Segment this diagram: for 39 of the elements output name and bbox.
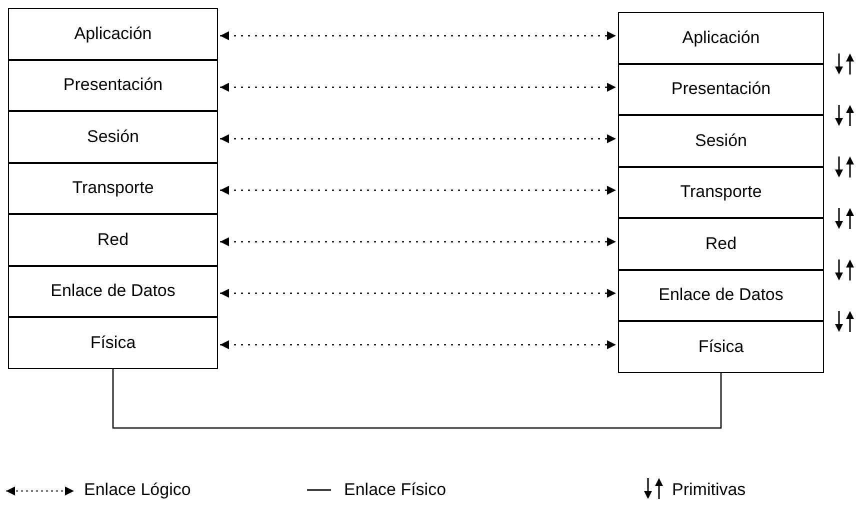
layer-label: Física (698, 336, 744, 357)
layer-box (618, 218, 824, 270)
logical-link-arrow (220, 134, 616, 144)
layer-box (8, 60, 218, 111)
logical-link-arrow (220, 237, 616, 246)
logical-link-arrow (220, 186, 616, 195)
layer-box (618, 12, 824, 64)
layer-label: Enlace de Datos (658, 285, 784, 306)
layer-label: Red (97, 230, 129, 250)
layer-label: Presentación (671, 79, 771, 100)
layer-label: Sesión (87, 126, 139, 147)
legend-label: Enlace Lógico (84, 480, 191, 500)
layer-box (8, 111, 218, 162)
layer-box (618, 270, 824, 321)
layer-label: Aplicación (682, 28, 760, 48)
layer-label: Física (90, 332, 136, 353)
layer-label: Aplicación (74, 24, 152, 44)
layer-box (8, 214, 218, 266)
layer-label: Transporte (72, 178, 154, 198)
logical-link-arrow (220, 340, 616, 350)
legend-label: Enlace Físico (344, 480, 446, 500)
physical-link-line (112, 368, 722, 429)
layer-label: Red (705, 234, 737, 254)
layer-box (618, 321, 824, 372)
layer-box (8, 266, 218, 317)
layer-label: Sesión (695, 130, 747, 151)
layer-label: Transporte (680, 182, 762, 202)
layer-label: Enlace de Datos (50, 281, 176, 302)
layer-label: Presentación (63, 75, 163, 96)
layer-box (8, 8, 218, 60)
layer-box (618, 64, 824, 115)
layer-box (618, 115, 824, 166)
logical-link-arrow (220, 288, 616, 298)
layer-box (8, 162, 218, 214)
layer-box (8, 317, 218, 368)
logical-link-arrow (220, 31, 616, 40)
legend-label: Primitivas (672, 480, 746, 500)
layer-box (618, 166, 824, 218)
logical-link-arrow (220, 82, 616, 92)
